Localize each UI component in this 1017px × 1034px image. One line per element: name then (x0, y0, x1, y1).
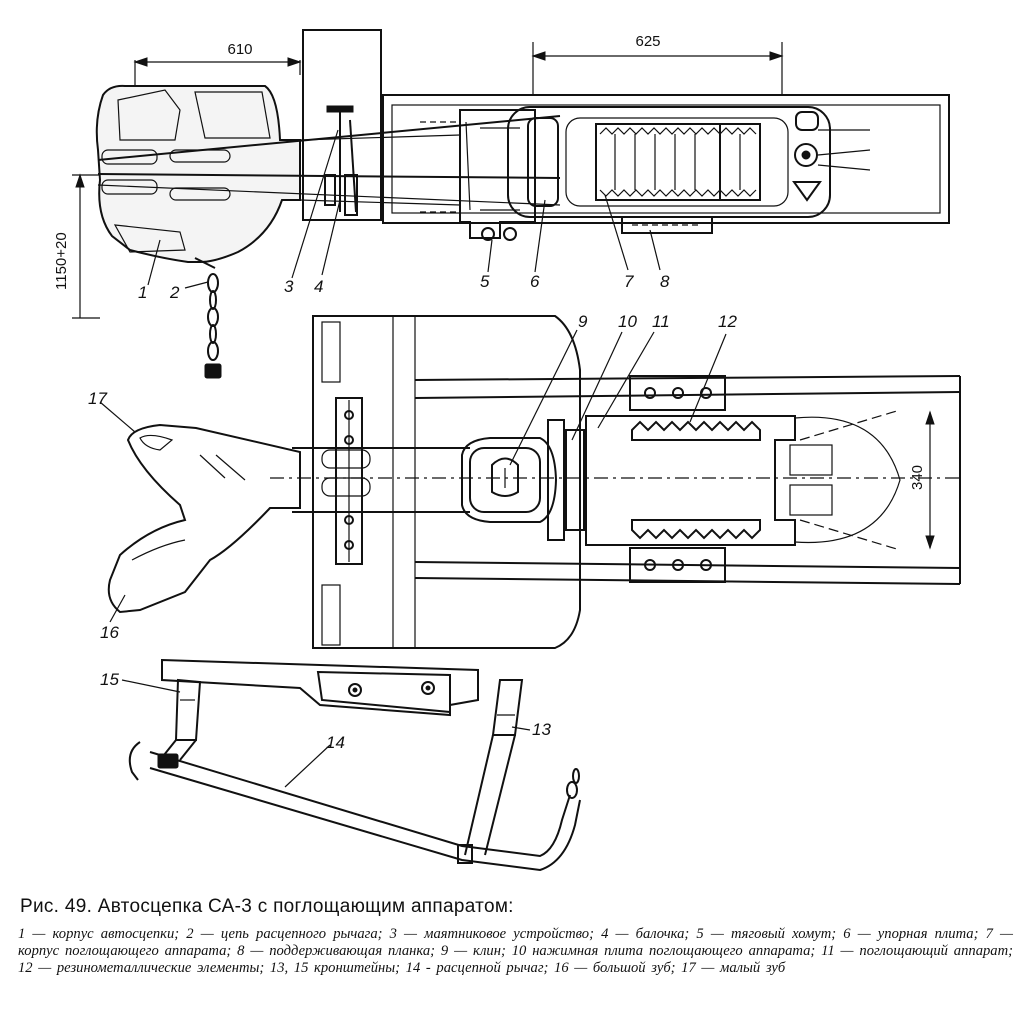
release-chain (194, 257, 222, 379)
yoke-head (461, 437, 558, 523)
label-15: 15 (100, 670, 119, 689)
bracket-right (491, 679, 524, 736)
lever-view: 15 14 13 (100, 658, 581, 872)
label-8: 8 (660, 272, 670, 291)
label-2: 2 (169, 283, 180, 302)
caption-legend: 1 — корпус автосцепки; 2 — цепь расцепно… (18, 926, 1013, 976)
wedge (491, 457, 519, 497)
dimension-340: 340 (909, 465, 926, 490)
label-10: 10 (618, 312, 637, 331)
label-4: 4 (314, 277, 323, 296)
label-7: 7 (624, 272, 634, 291)
release-lever (149, 751, 571, 858)
caption-title: Рис. 49. Автосцепка СА-3 с поглощающим а… (20, 896, 514, 917)
pressure-plate (547, 419, 565, 541)
side-view: 610 625 1150+20 (53, 29, 950, 379)
label-14: 14 (326, 733, 345, 752)
label-13: 13 (532, 720, 551, 739)
label-11: 11 (652, 312, 670, 331)
label-5: 5 (480, 272, 490, 291)
figure-caption: Рис. 49. Автосцепка СА-3 с поглощающим а… (18, 896, 1013, 977)
bracket-left (174, 678, 202, 741)
dimension-625: 625 (635, 33, 660, 50)
absorber-plan (585, 415, 796, 546)
coupler-head-plan (107, 423, 301, 614)
label-17: 17 (88, 389, 107, 408)
label-9: 9 (578, 312, 588, 331)
label-6: 6 (530, 272, 540, 291)
coupler-drawing: 610 625 1150+20 (53, 29, 961, 872)
label-3: 3 (284, 277, 294, 296)
label-16: 16 (100, 623, 119, 642)
label-12: 12 (718, 312, 737, 331)
dimension-1150: 1150+20 (53, 232, 70, 290)
plan-view: 340 9 10 11 12 17 16 (88, 312, 961, 649)
dimension-610: 610 (227, 41, 252, 58)
label-1: 1 (138, 283, 147, 302)
